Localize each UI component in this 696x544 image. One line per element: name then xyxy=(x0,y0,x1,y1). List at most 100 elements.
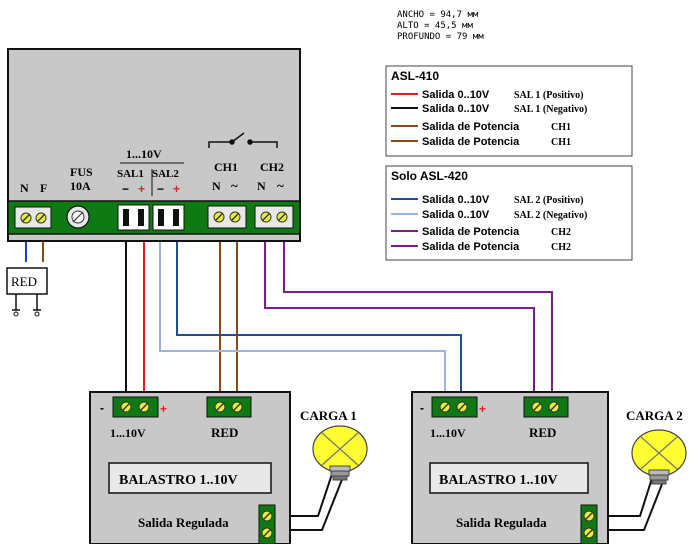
range-label: 1...10V xyxy=(126,147,162,161)
sal2-minus: − xyxy=(157,182,164,196)
ballast-2-negative-screw-icon xyxy=(439,401,451,413)
ballast-2-positive-screw-icon xyxy=(456,401,468,413)
ballast-1-power-terminal xyxy=(206,396,252,418)
sal1-plus: + xyxy=(138,182,145,196)
ch2-label: CH2 xyxy=(260,160,284,174)
ch1-tilde-label: ~ xyxy=(231,178,238,193)
mains-plug-label: RED xyxy=(11,274,37,289)
legend-420-title: Solo ASL-420 xyxy=(391,169,468,183)
ch2-terminal xyxy=(254,205,294,229)
lamp2-wire-a xyxy=(597,471,655,517)
legend-410-label: Salida de Potencia xyxy=(422,121,520,133)
lamp2-wire-b xyxy=(597,473,667,531)
ballast-2-range: 1...10V xyxy=(430,426,466,440)
sal1-minus: − xyxy=(122,182,129,196)
legend-410-title: ASL-410 xyxy=(391,69,439,83)
ch2-neutral-label: N xyxy=(257,179,266,193)
legend-420-label: Salida 0..10V xyxy=(422,209,490,221)
ballast-2-output-screw-icon xyxy=(583,527,595,539)
ballast-2-title: BALASTRO 1..10V xyxy=(439,473,558,488)
ballast-1: - + 1...10V RED BALASTRO 1..10V Salida R… xyxy=(89,391,291,544)
ballast-1-output-label: Salida Regulada xyxy=(138,515,229,530)
sal2-negative-slot-icon xyxy=(158,209,164,226)
ballast-1-negative-screw-icon xyxy=(120,401,132,413)
ballast-2-neutral-screw-icon xyxy=(531,401,543,413)
legend-410-detail: CH1 xyxy=(551,137,571,148)
lamp-2-icon xyxy=(631,429,687,485)
legend-410-label: Salida 0..10V xyxy=(422,89,490,101)
legend-420-detail: SAL 2 (Negativo) xyxy=(514,210,587,221)
legend-410-item: Salida 0..10V SAL 1 (Negativo) xyxy=(391,103,587,115)
legend-420-item: Salida 0..10V SAL 2 (Positivo) xyxy=(391,194,583,206)
lamp-1-icon xyxy=(312,425,368,481)
legend-420-label: Salida 0..10V xyxy=(422,194,490,206)
ballast-2: - + 1...10V RED BALASTRO 1..10V Salida R… xyxy=(411,391,609,544)
ballast-1-phase-screw-icon xyxy=(231,401,243,413)
ballast-2-red: RED xyxy=(529,425,556,440)
controller-device: 1...10V SAL1 SAL2 − + − + CH1 CH2 N ~ N … xyxy=(7,48,301,242)
ballast-2-output-screw-icon xyxy=(583,510,595,522)
dimension-ancho: ANCHO = 94,7 мм xyxy=(397,10,479,20)
sal1-negative-slot-icon xyxy=(123,209,129,226)
mains-phase-screw-icon xyxy=(35,212,47,224)
carga-2-label: CARGA 2 xyxy=(626,408,683,423)
ch2-tilde-label: ~ xyxy=(277,178,284,193)
wires xyxy=(25,222,667,531)
legend-420-label: Salida de Potencia xyxy=(422,226,520,238)
legend-410-label: Salida de Potencia xyxy=(422,136,520,148)
ballast-1-signal-terminal xyxy=(112,396,159,418)
sal2-negative-wire xyxy=(159,228,446,398)
mains-plug-body xyxy=(6,267,48,295)
ch1-terminal xyxy=(207,205,247,229)
sal1-label: SAL1 xyxy=(117,168,144,180)
ballast-1-range: 1...10V xyxy=(110,426,146,440)
fuse-rating: 10A xyxy=(70,179,91,193)
ch1-label: CH1 xyxy=(214,160,238,174)
legend-420-label: Salida de Potencia xyxy=(422,241,520,253)
dimension-profundo: PROFUNDO = 79 мм xyxy=(397,32,484,42)
ch2-phase-screw-icon xyxy=(276,211,288,223)
legend-asl-420: Solo ASL-420 Salida 0..10V SAL 2 (Positi… xyxy=(385,165,633,261)
ballast-1-positive-screw-icon xyxy=(138,401,150,413)
ballast-1-minus: - xyxy=(100,401,104,415)
phase-label: F xyxy=(40,181,47,195)
legend-420-detail: SAL 2 (Positivo) xyxy=(514,195,583,206)
sal2-positive-slot-icon xyxy=(173,209,179,226)
legend-420-detail: CH2 xyxy=(551,227,571,238)
lamp-2: CARGA 2 xyxy=(626,408,687,485)
ballast-1-title: BALASTRO 1..10V xyxy=(119,473,238,488)
legend-410-label: Salida 0..10V xyxy=(422,103,490,115)
mains-neutral-screw-icon xyxy=(20,212,32,224)
legend-410-item: Salida de Potencia CH1 xyxy=(391,136,571,148)
neutral-label: N xyxy=(20,181,29,195)
legend-410-item: Salida de Potencia CH1 xyxy=(391,121,571,133)
legend-410-item: Salida 0..10V SAL 1 (Positivo) xyxy=(391,89,583,101)
legend-410-detail: SAL 1 (Positivo) xyxy=(514,90,583,101)
ballast-1-output-screw-icon xyxy=(261,510,273,522)
ballast-2-plus: + xyxy=(479,402,486,416)
sal1-terminal xyxy=(117,204,150,231)
fuse-label: FUS xyxy=(70,165,93,179)
dimension-alto: ALTO = 45,5 мм xyxy=(397,21,473,31)
sal2-plus: + xyxy=(173,182,180,196)
legend-420-detail: CH2 xyxy=(551,242,571,253)
legend-410-detail: CH1 xyxy=(551,122,571,133)
sal2-label: SAL2 xyxy=(152,168,179,180)
legend-420-item: Salida 0..10V SAL 2 (Negativo) xyxy=(391,209,587,221)
ch1-neutral-screw-icon xyxy=(213,211,225,223)
ballast-2-title-box xyxy=(429,462,589,494)
ch1-neutral-label: N xyxy=(212,179,221,193)
ch1-phase-screw-icon xyxy=(229,211,241,223)
legend-420-item: Salida de Potencia CH2 xyxy=(391,226,571,238)
ballast-1-title-box xyxy=(108,462,272,494)
sal2-positive-wire xyxy=(176,228,462,398)
sal2-terminal xyxy=(152,204,185,231)
sal1-positive-slot-icon xyxy=(138,209,144,226)
ballast-2-minus: - xyxy=(420,401,424,415)
ballast-2-output-label: Salida Regulada xyxy=(456,515,547,530)
mains-plug: RED xyxy=(6,267,48,317)
ballast-1-neutral-screw-icon xyxy=(214,401,226,413)
lamp-1: CARGA 1 xyxy=(300,408,368,481)
legend-410-detail: SAL 1 (Negativo) xyxy=(514,104,587,115)
